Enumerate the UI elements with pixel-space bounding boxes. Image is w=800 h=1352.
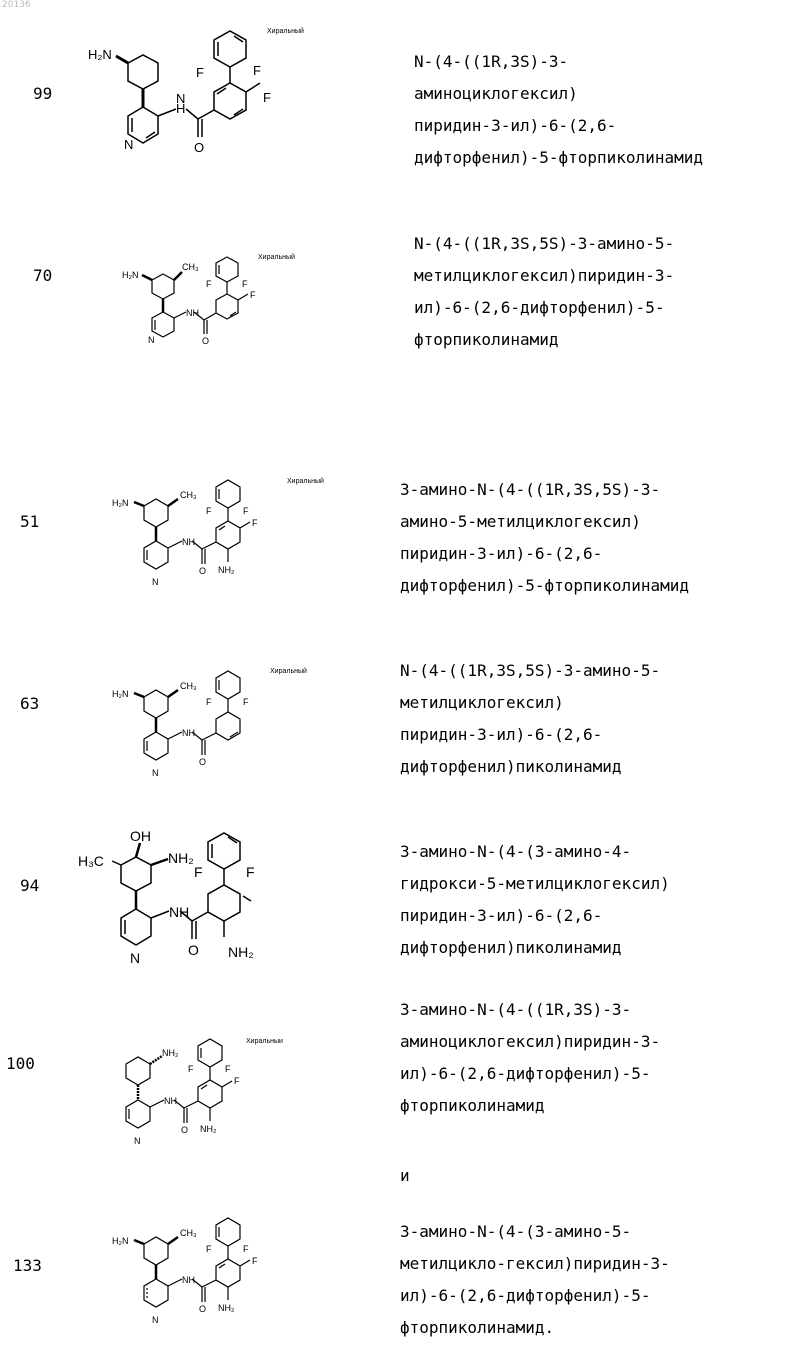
atom-label: NH₂ <box>200 1124 217 1134</box>
atom-label: F <box>246 864 255 880</box>
atom-label: NH₂ <box>162 1048 179 1058</box>
atom-label: N <box>124 137 133 152</box>
structure-99: H₂N N H N O F F F <box>88 25 298 179</box>
compound-number: 94 <box>20 876 39 895</box>
atom-label: H₂N <box>88 47 112 62</box>
atom-label: F <box>252 1256 258 1266</box>
compound-name: N-(4-((1R,3S)-3- аминоциклогексил) пирид… <box>414 46 800 174</box>
atom-label: N <box>134 1136 141 1146</box>
atom-label: F <box>206 279 212 289</box>
atom-label: N <box>152 1315 159 1325</box>
atom-label: NH <box>169 904 189 920</box>
page-id: 20136 <box>2 0 31 10</box>
atom-label: N <box>152 577 159 587</box>
atom-label: F <box>243 506 249 516</box>
atom-label: CH₃ <box>182 262 199 272</box>
structure-drawing: NH₂ N NH O NH₂ F F F <box>108 1034 268 1159</box>
structure-70: H₂N CH₃ N NH O F F F <box>118 250 278 364</box>
atom-label: OH <box>130 828 151 844</box>
compound-name: 3-амино-N-(4-((1R,3S)-3- аминоциклогекси… <box>400 994 800 1122</box>
atom-label: F <box>206 506 212 516</box>
atom-label: F <box>234 1076 240 1086</box>
atom-label: H₂N <box>112 498 129 508</box>
atom-label: NH <box>182 537 195 547</box>
atom-label: NH₂ <box>228 944 254 960</box>
structure-94: OH NH₂ H₃C N NH O NH₂ F F <box>76 825 296 979</box>
compound-number: 100 <box>6 1054 35 1073</box>
structure-drawing: OH NH₂ H₃C N NH O NH₂ F F <box>76 825 296 975</box>
structure-drawing: H₂N N H N O F F F <box>88 25 298 175</box>
structure-drawing: H₂N CH₃ N NH O NH₂ F F F <box>108 474 288 599</box>
atom-label: F <box>194 864 203 880</box>
structure-133: H₂N CH₃ N NH O NH₂ F F F <box>108 1212 288 1341</box>
atom-label: NH <box>164 1096 177 1106</box>
atom-label: F <box>242 279 248 289</box>
atom-label: O <box>194 140 204 155</box>
atom-label: F <box>188 1064 194 1074</box>
atom-label: NH <box>182 728 195 738</box>
structure-51: H₂N CH₃ N NH O NH₂ F F F <box>108 474 288 603</box>
atom-label: F <box>253 63 261 78</box>
conjunction-and: и <box>400 1166 410 1185</box>
atom-label: NH <box>186 308 199 318</box>
atom-label: N <box>148 335 155 345</box>
atom-label: NH <box>182 1275 195 1285</box>
atom-label: H₂N <box>122 270 139 280</box>
structure-100: NH₂ N NH O NH₂ F F F <box>108 1034 268 1163</box>
atom-label: F <box>206 1244 212 1254</box>
atom-label: O <box>188 942 199 958</box>
atom-label: H₂N <box>112 689 129 699</box>
compound-name: 3-амино-N-(4-(3-амино-5- метилцикло-гекс… <box>400 1216 800 1344</box>
atom-label: N <box>130 950 140 966</box>
atom-label: CH₃ <box>180 681 197 691</box>
structure-63: H₂N CH₃ N NH O F F <box>108 665 278 789</box>
atom-label: O <box>199 757 206 767</box>
structure-drawing: H₂N CH₃ N NH O NH₂ F F F <box>108 1212 288 1337</box>
atom-label: NH₂ <box>168 850 194 866</box>
atom-label: NH₂ <box>218 1303 235 1313</box>
atom-label: F <box>196 65 204 80</box>
atom-label: F <box>250 290 256 300</box>
atom-label: O <box>199 566 206 576</box>
compound-name: 3-амино-N-(4-(3-амино-4- гидрокси-5-мети… <box>400 836 800 964</box>
atom-label: N <box>176 91 185 106</box>
atom-label: F <box>252 518 258 528</box>
atom-label: O <box>181 1125 188 1135</box>
compound-name: N-(4-((1R,3S,5S)-3-амино-5- метилциклоге… <box>400 655 800 783</box>
compound-name: 3-амино-N-(4-((1R,3S,5S)-3- амино-5-мети… <box>400 474 800 602</box>
compound-number: 133 <box>13 1256 42 1275</box>
atom-label: F <box>225 1064 231 1074</box>
compound-number: 63 <box>20 694 39 713</box>
atom-label: CH₃ <box>180 490 197 500</box>
atom-label: F <box>243 1244 249 1254</box>
atom-label: O <box>202 336 209 346</box>
compound-number: 99 <box>33 84 52 103</box>
atom-label: F <box>243 697 249 707</box>
atom-label: NH₂ <box>218 565 235 575</box>
atom-label: O <box>199 1304 206 1314</box>
atom-label: CH₃ <box>180 1228 197 1238</box>
atom-label: N <box>152 768 159 778</box>
chiral-label: Хиральный <box>287 478 324 485</box>
structure-drawing: H₂N CH₃ N NH O F F <box>108 665 278 785</box>
atom-label: H₂N <box>112 1236 129 1246</box>
compound-name: N-(4-((1R,3S,5S)-3-амино-5- метилциклоге… <box>414 228 800 356</box>
atom-label: H₃C <box>78 853 104 869</box>
compound-number: 51 <box>20 512 39 531</box>
atom-label: F <box>206 697 212 707</box>
compound-number: 70 <box>33 266 52 285</box>
atom-label: F <box>263 90 271 105</box>
structure-drawing: H₂N CH₃ N NH O F F F <box>118 250 278 360</box>
